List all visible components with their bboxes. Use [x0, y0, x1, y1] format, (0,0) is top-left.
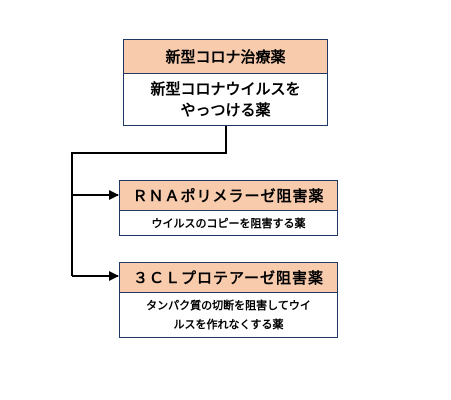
connector-trunk — [71, 126, 227, 276]
3cl-protease-description: タンパク質の切断を阻害してウイ ルスを作れなくする薬 — [120, 293, 337, 337]
root-node-title: 新型コロナ治療薬 — [124, 40, 327, 74]
3cl-protease-node: ３ＣＬプロテアーゼ阻害薬 タンパク質の切断を阻害してウイ ルスを作れなくする薬 — [119, 262, 338, 338]
root-node-description-line2: やっつける薬 — [180, 100, 271, 119]
root-node-description-line1: 新型コロナウイルスを — [150, 79, 301, 98]
3cl-protease-description-line1: タンパク質の切断を阻害してウイ — [146, 299, 311, 312]
root-node-description: 新型コロナウイルスを やっつける薬 — [124, 74, 327, 125]
3cl-protease-description-line2: ルスを作れなくする薬 — [173, 318, 284, 331]
rna-polymerase-description: ウイルスのコピーを阻害する薬 — [151, 217, 306, 230]
3cl-protease-title: ３ＣＬプロテアーゼ阻害薬 — [120, 263, 337, 293]
rna-polymerase-node: ＲＮＡポリメラーゼ阻害薬 ウイルスのコピーを阻害する薬 — [119, 180, 338, 236]
rna-polymerase-title: ＲＮＡポリメラーゼ阻害薬 — [120, 181, 337, 211]
root-node: 新型コロナ治療薬 新型コロナウイルスを やっつける薬 — [123, 39, 328, 126]
